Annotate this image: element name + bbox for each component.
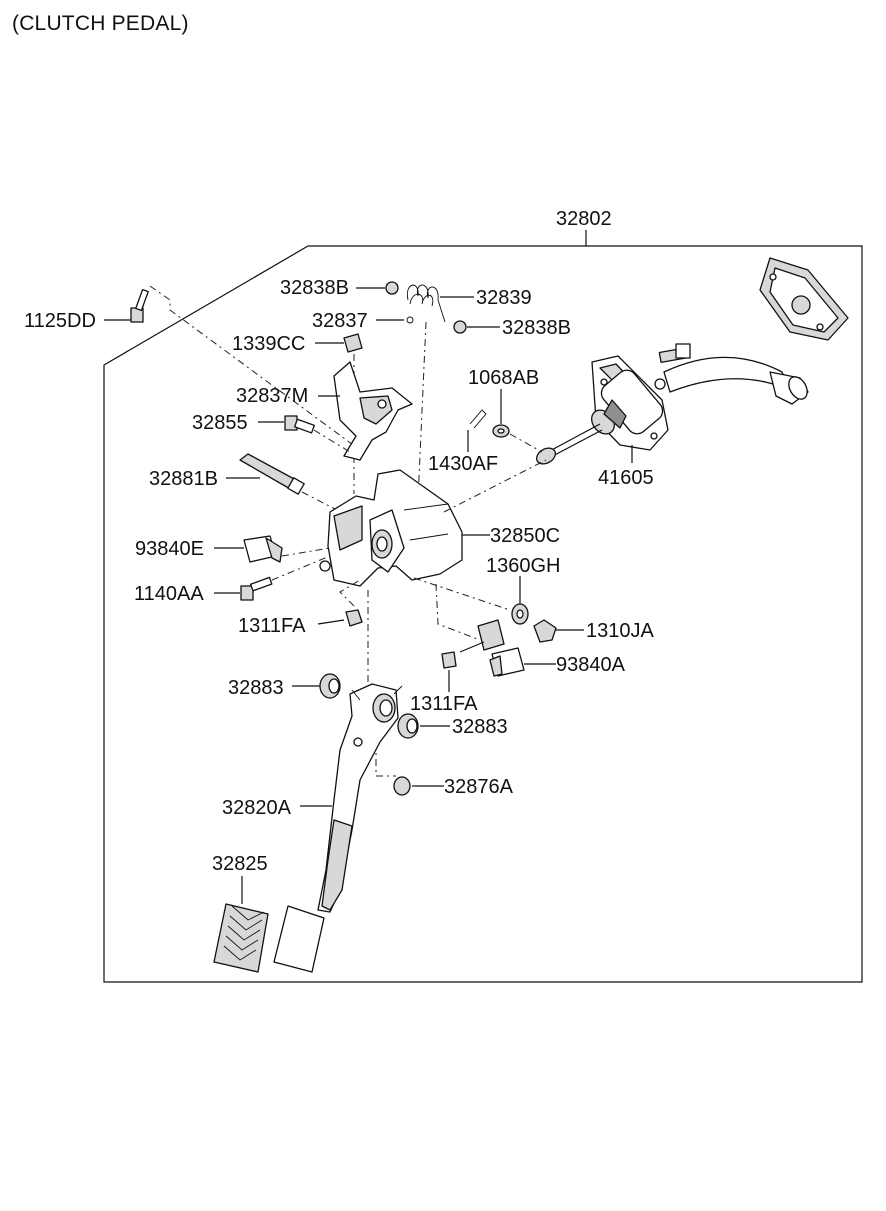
label-93840A[interactable]: 93840A <box>556 654 626 676</box>
label-32838B-a[interactable]: 32838B <box>280 277 349 299</box>
label-1430AF[interactable]: 1430AF <box>428 453 498 475</box>
nut-icon <box>533 619 557 643</box>
label-32883-b[interactable]: 32883 <box>452 716 508 738</box>
gasket-icon <box>759 257 849 341</box>
nut-icon <box>453 320 467 334</box>
label-32881B[interactable]: 32881B <box>149 468 218 490</box>
label-41605[interactable]: 41605 <box>598 467 654 489</box>
label-1068AB[interactable]: 1068AB <box>468 367 539 389</box>
bracket-icon <box>333 361 413 461</box>
nut-icon <box>441 651 457 669</box>
label-32876A[interactable]: 32876A <box>444 776 514 798</box>
label-32825[interactable]: 32825 <box>212 853 268 875</box>
pin-icon <box>469 409 487 429</box>
label-32883-a[interactable]: 32883 <box>228 677 284 699</box>
spring-icon <box>406 284 446 323</box>
nut-icon <box>345 609 363 627</box>
pedal-arm-icon <box>317 683 403 913</box>
label-1311FA-a[interactable]: 1311FA <box>238 615 306 637</box>
master-cylinder-icon <box>536 343 809 465</box>
pin-icon <box>239 453 305 495</box>
label-32837[interactable]: 32837 <box>312 310 368 332</box>
bolt-icon <box>130 288 149 323</box>
washer-icon <box>511 603 529 625</box>
bushing-icon <box>397 713 419 739</box>
label-93840E[interactable]: 93840E <box>135 538 204 560</box>
pedal-pad-icon <box>213 903 325 973</box>
label-1125DD[interactable]: 1125DD <box>24 310 96 332</box>
nut-icon <box>385 281 399 295</box>
assembly-frame <box>103 245 863 983</box>
label-32839[interactable]: 32839 <box>476 287 532 309</box>
washer-icon <box>492 424 510 438</box>
nut-icon <box>343 333 363 353</box>
bolt-icon <box>240 576 273 601</box>
label-32855[interactable]: 32855 <box>192 412 248 434</box>
label-1339CC[interactable]: 1339CC <box>232 333 305 355</box>
switch-icon <box>459 619 525 677</box>
label-1360GH[interactable]: 1360GH <box>486 555 561 577</box>
label-32820A[interactable]: 32820A <box>222 797 292 819</box>
label-32837M[interactable]: 32837M <box>236 385 308 407</box>
switch-icon <box>243 535 283 563</box>
label-32850C[interactable]: 32850C <box>490 525 560 547</box>
nut-icon <box>393 776 411 796</box>
bushing-icon <box>319 673 341 699</box>
label-1140AA[interactable]: 1140AA <box>134 583 204 605</box>
bolt-icon <box>284 415 315 434</box>
label-32838B-b[interactable]: 32838B <box>502 317 571 339</box>
page-title: (CLUTCH PEDAL) <box>12 12 189 35</box>
label-1310JA[interactable]: 1310JA <box>586 620 654 642</box>
label-32802[interactable]: 32802 <box>556 208 612 230</box>
bracket-icon <box>319 469 463 587</box>
label-1311FA-b[interactable]: 1311FA <box>410 693 478 715</box>
